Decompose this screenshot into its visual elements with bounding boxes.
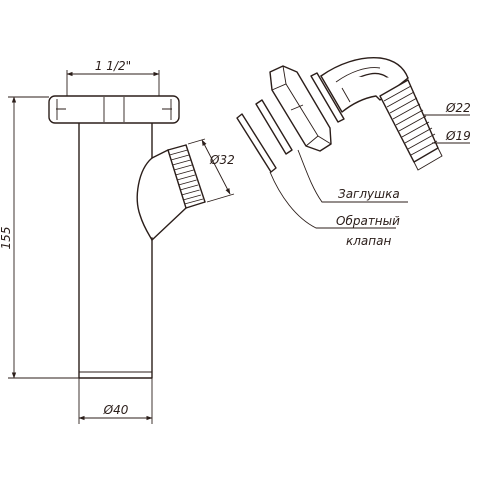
top-nut	[48, 95, 180, 124]
dimension-outlet-diameter: Ø32	[187, 138, 235, 203]
elbow-washer	[310, 72, 345, 123]
label-check-valve: Обратный клапан	[269, 171, 400, 248]
union-nut	[269, 65, 332, 152]
height-label: 155	[0, 227, 13, 250]
check-valve-label-line2: клапан	[346, 234, 391, 248]
dimension-height: 155	[0, 96, 79, 379]
branch-outlet	[136, 144, 206, 241]
pipe-diameter-label: Ø40	[103, 403, 129, 417]
gasket	[255, 99, 293, 155]
outlet-diameter-label: Ø32	[209, 153, 235, 167]
dimension-nut-thread: 1 1/2"	[66, 59, 160, 96]
hose-inner-label: Ø19	[445, 129, 471, 143]
hose-elbow	[320, 56, 443, 171]
check-valve-label-line1: Обратный	[336, 214, 400, 228]
main-pipe	[78, 119, 153, 379]
dimension-hose: Ø22 Ø19	[424, 101, 471, 144]
plug-label: Заглушка	[338, 187, 400, 201]
check-valve-disc	[236, 113, 277, 173]
hose-barb	[379, 79, 443, 171]
nut-thread-label: 1 1/2"	[95, 59, 131, 73]
dimension-pipe-diameter: Ø40	[78, 378, 153, 424]
hose-outer-label: Ø22	[445, 101, 471, 115]
label-plug: Заглушка	[297, 149, 408, 203]
outlet-thread	[167, 144, 206, 209]
